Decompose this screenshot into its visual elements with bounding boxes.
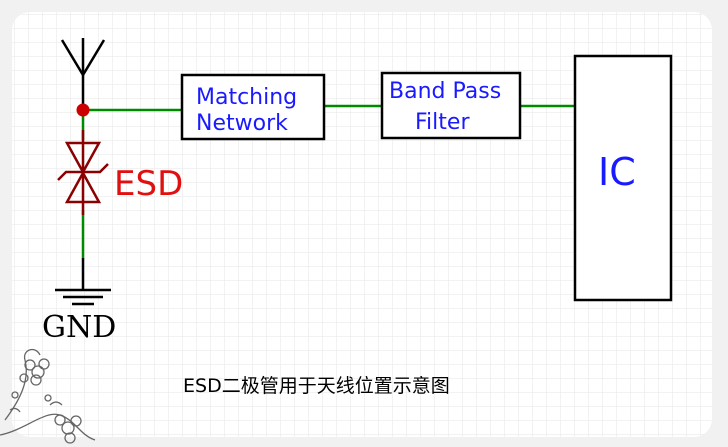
ic-block: IC [573, 54, 673, 302]
band-pass-filter-line2: Filter [415, 110, 470, 135]
diagram-caption: ESD二极管用于天线位置示意图 [183, 375, 450, 397]
matching-network-block: Matching Network [180, 73, 326, 141]
antenna-icon [60, 38, 106, 80]
esd-diode-icon [57, 130, 109, 215]
matching-network-line2: Network [196, 111, 288, 136]
ground-icon [55, 258, 111, 306]
esd-label: ESD [114, 164, 183, 204]
band-pass-filter-line1: Band Pass [389, 79, 501, 104]
matching-network-line1: Matching [196, 85, 297, 110]
band-pass-filter-block: Band Pass Filter [380, 71, 522, 140]
flower-decoration-icon [0, 348, 96, 444]
ic-label: IC [598, 150, 636, 194]
gnd-label: GND [42, 310, 116, 345]
junction-node [76, 103, 90, 117]
